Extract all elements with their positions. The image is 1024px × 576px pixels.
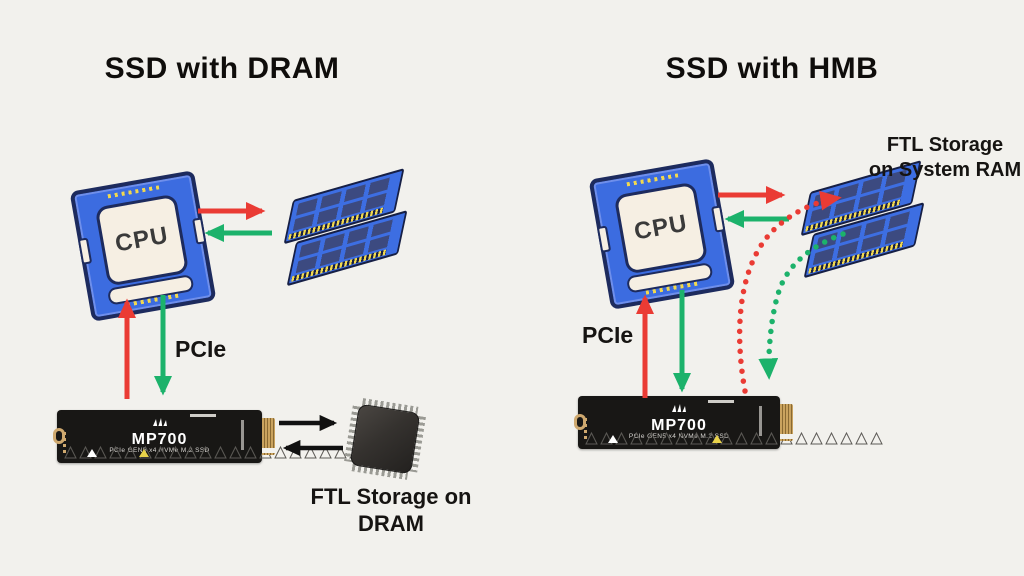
cpu-side-tab — [192, 217, 207, 245]
ssd-icon-right: MP700 PCIe GEN5 x4 NVMe M.2 SSD — [574, 396, 884, 449]
qfp-body — [349, 403, 421, 475]
ftl-sysram-line2: on System RAM — [868, 159, 1022, 181]
cpu-label: CPU — [632, 209, 690, 246]
ssd-print-mark — [190, 414, 216, 417]
ftl-dram-line1: FTL Storage on — [310, 484, 472, 509]
ram-stack-icon-left — [283, 168, 433, 320]
corsair-logo-icon — [152, 418, 167, 426]
ssd-triangle-pattern — [584, 429, 884, 447]
cpu-icon-left: CPU — [69, 170, 217, 322]
right-panel-title: SSD with HMB — [665, 52, 879, 85]
ssd-triangle-pattern — [63, 443, 363, 461]
ssd-print-mark — [241, 420, 244, 450]
left-panel-title: SSD with DRAM — [104, 52, 340, 85]
cpu-side-tab — [77, 237, 93, 265]
ram-stack-icon-right — [800, 160, 950, 312]
ftl-dram-line2: DRAM — [358, 511, 424, 536]
ftl-system-ram-label: FTL Storage on System RAM — [845, 133, 1024, 183]
ssd-mount-hole — [574, 414, 586, 430]
ssd-connector-notch — [780, 434, 793, 439]
cpu-icon-right: CPU — [588, 158, 736, 310]
cpu-pins — [107, 185, 160, 199]
dram-chip-icon — [343, 397, 428, 482]
ftl-dram-label: FTL Storage on DRAM — [286, 483, 496, 537]
ssd-mount-hole — [53, 428, 65, 444]
ftl-sysram-line1: FTL Storage — [886, 134, 1004, 156]
ssd-print-mark — [759, 406, 762, 436]
cpu-label: CPU — [113, 221, 171, 258]
cpu-die: CPU — [613, 181, 709, 275]
cpu-pins — [626, 173, 679, 187]
ssd-connector — [262, 418, 275, 455]
ssd-connector — [780, 404, 793, 441]
ssd-connector-notch — [262, 448, 275, 453]
pcie-label-right: PCIe — [582, 322, 634, 348]
ssd-icon-left: MP700 PCIe GEN5 x4 NVMe M.2 SSD — [53, 410, 363, 463]
pcie-label-left: PCIe — [175, 336, 227, 362]
cpu-side-tab — [596, 225, 612, 253]
cpu-die: CPU — [94, 193, 190, 287]
corsair-logo-icon — [672, 404, 686, 412]
ssd-print-mark — [708, 400, 734, 403]
cpu-side-tab — [711, 205, 726, 233]
